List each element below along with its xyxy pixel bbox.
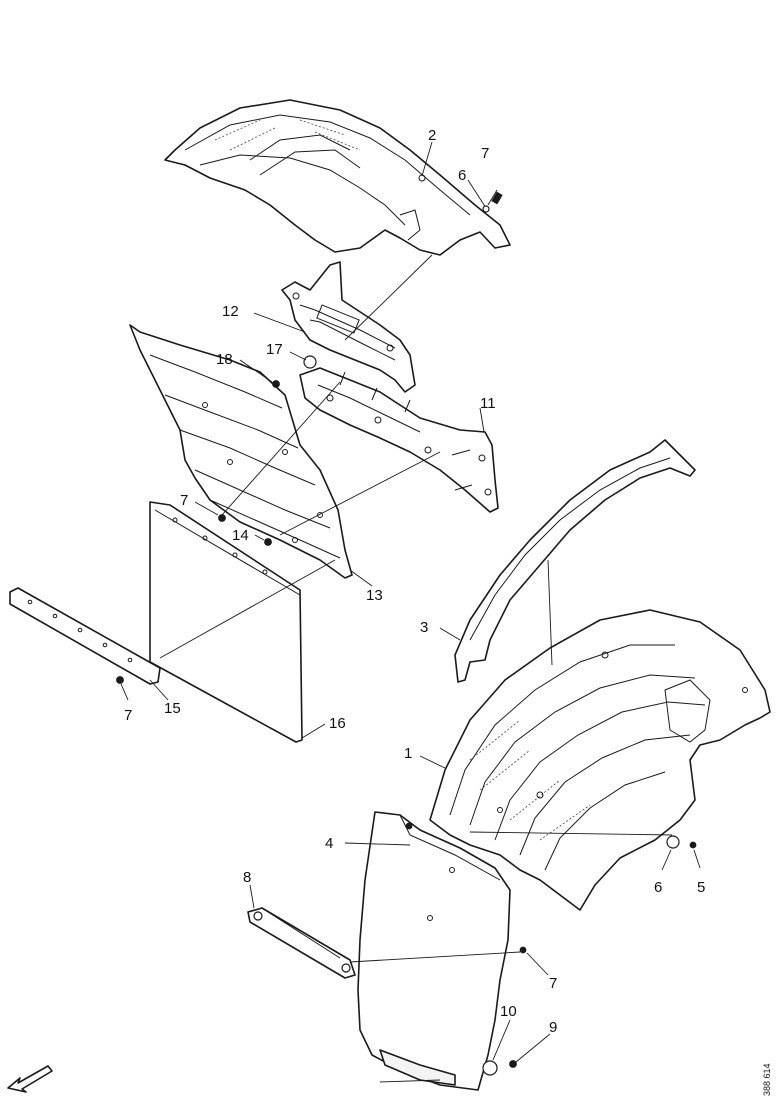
callout-16: 16 — [329, 715, 346, 732]
part-1-rear-fender — [429, 609, 771, 911]
assembly-lines — [159, 254, 673, 1083]
callout-18: 18 — [216, 351, 233, 368]
callout-15: 15 — [164, 700, 181, 717]
bolt-7-strip — [116, 676, 124, 684]
bolt-7-lower — [519, 946, 527, 954]
callout-4: 4 — [325, 835, 333, 852]
bolt-18 — [272, 380, 280, 388]
part-3-trim-strip — [454, 439, 696, 683]
callout-6-top: 6 — [458, 167, 466, 184]
part-15-clamping-strip — [9, 587, 161, 685]
callout-7-mid: 7 — [180, 492, 188, 509]
direction-arrow-icon — [7, 1065, 53, 1093]
part-11-mounting-plate — [299, 367, 499, 513]
callout-5: 5 — [697, 879, 705, 896]
callout-9: 9 — [549, 1019, 557, 1036]
callout-11: 11 — [480, 395, 496, 412]
callout-leaders — [120, 141, 701, 1063]
fastener-6-7-upper — [467, 179, 503, 213]
part-2-upper-fender — [164, 99, 511, 256]
callout-7-lower: 7 — [549, 975, 557, 992]
callout-10: 10 — [500, 1003, 517, 1020]
part-12-bracket — [281, 261, 416, 393]
callout-7-top: 7 — [481, 145, 489, 162]
washer-17 — [303, 355, 317, 369]
fasteners — [116, 355, 697, 1076]
bolt-14 — [264, 538, 272, 546]
callout-labels: 2 7 6 12 17 18 11 7 14 13 3 1 4 7 15 16 … — [124, 127, 705, 1036]
callout-14: 14 — [232, 527, 249, 544]
nut-9 — [509, 1060, 517, 1068]
callout-12: 12 — [222, 303, 239, 320]
callout-3: 3 — [420, 619, 428, 636]
callout-8: 8 — [243, 869, 251, 886]
callout-2: 2 — [428, 127, 436, 144]
callout-17: 17 — [266, 341, 283, 358]
part-4-splash-guard — [357, 811, 511, 1091]
part-13-splash-holder — [129, 324, 353, 579]
washer-6-lower — [666, 835, 680, 849]
washer-10 — [482, 1060, 498, 1076]
callout-7-strip: 7 — [124, 707, 132, 724]
part-8-stay-bracket — [247, 907, 356, 979]
bolt-7-mid — [218, 514, 226, 522]
callout-1: 1 — [404, 745, 412, 762]
nut-5 — [689, 841, 697, 849]
reference-code: 388 614 — [762, 1063, 772, 1096]
callout-6-lower: 6 — [654, 879, 662, 896]
callout-13: 13 — [366, 587, 383, 604]
